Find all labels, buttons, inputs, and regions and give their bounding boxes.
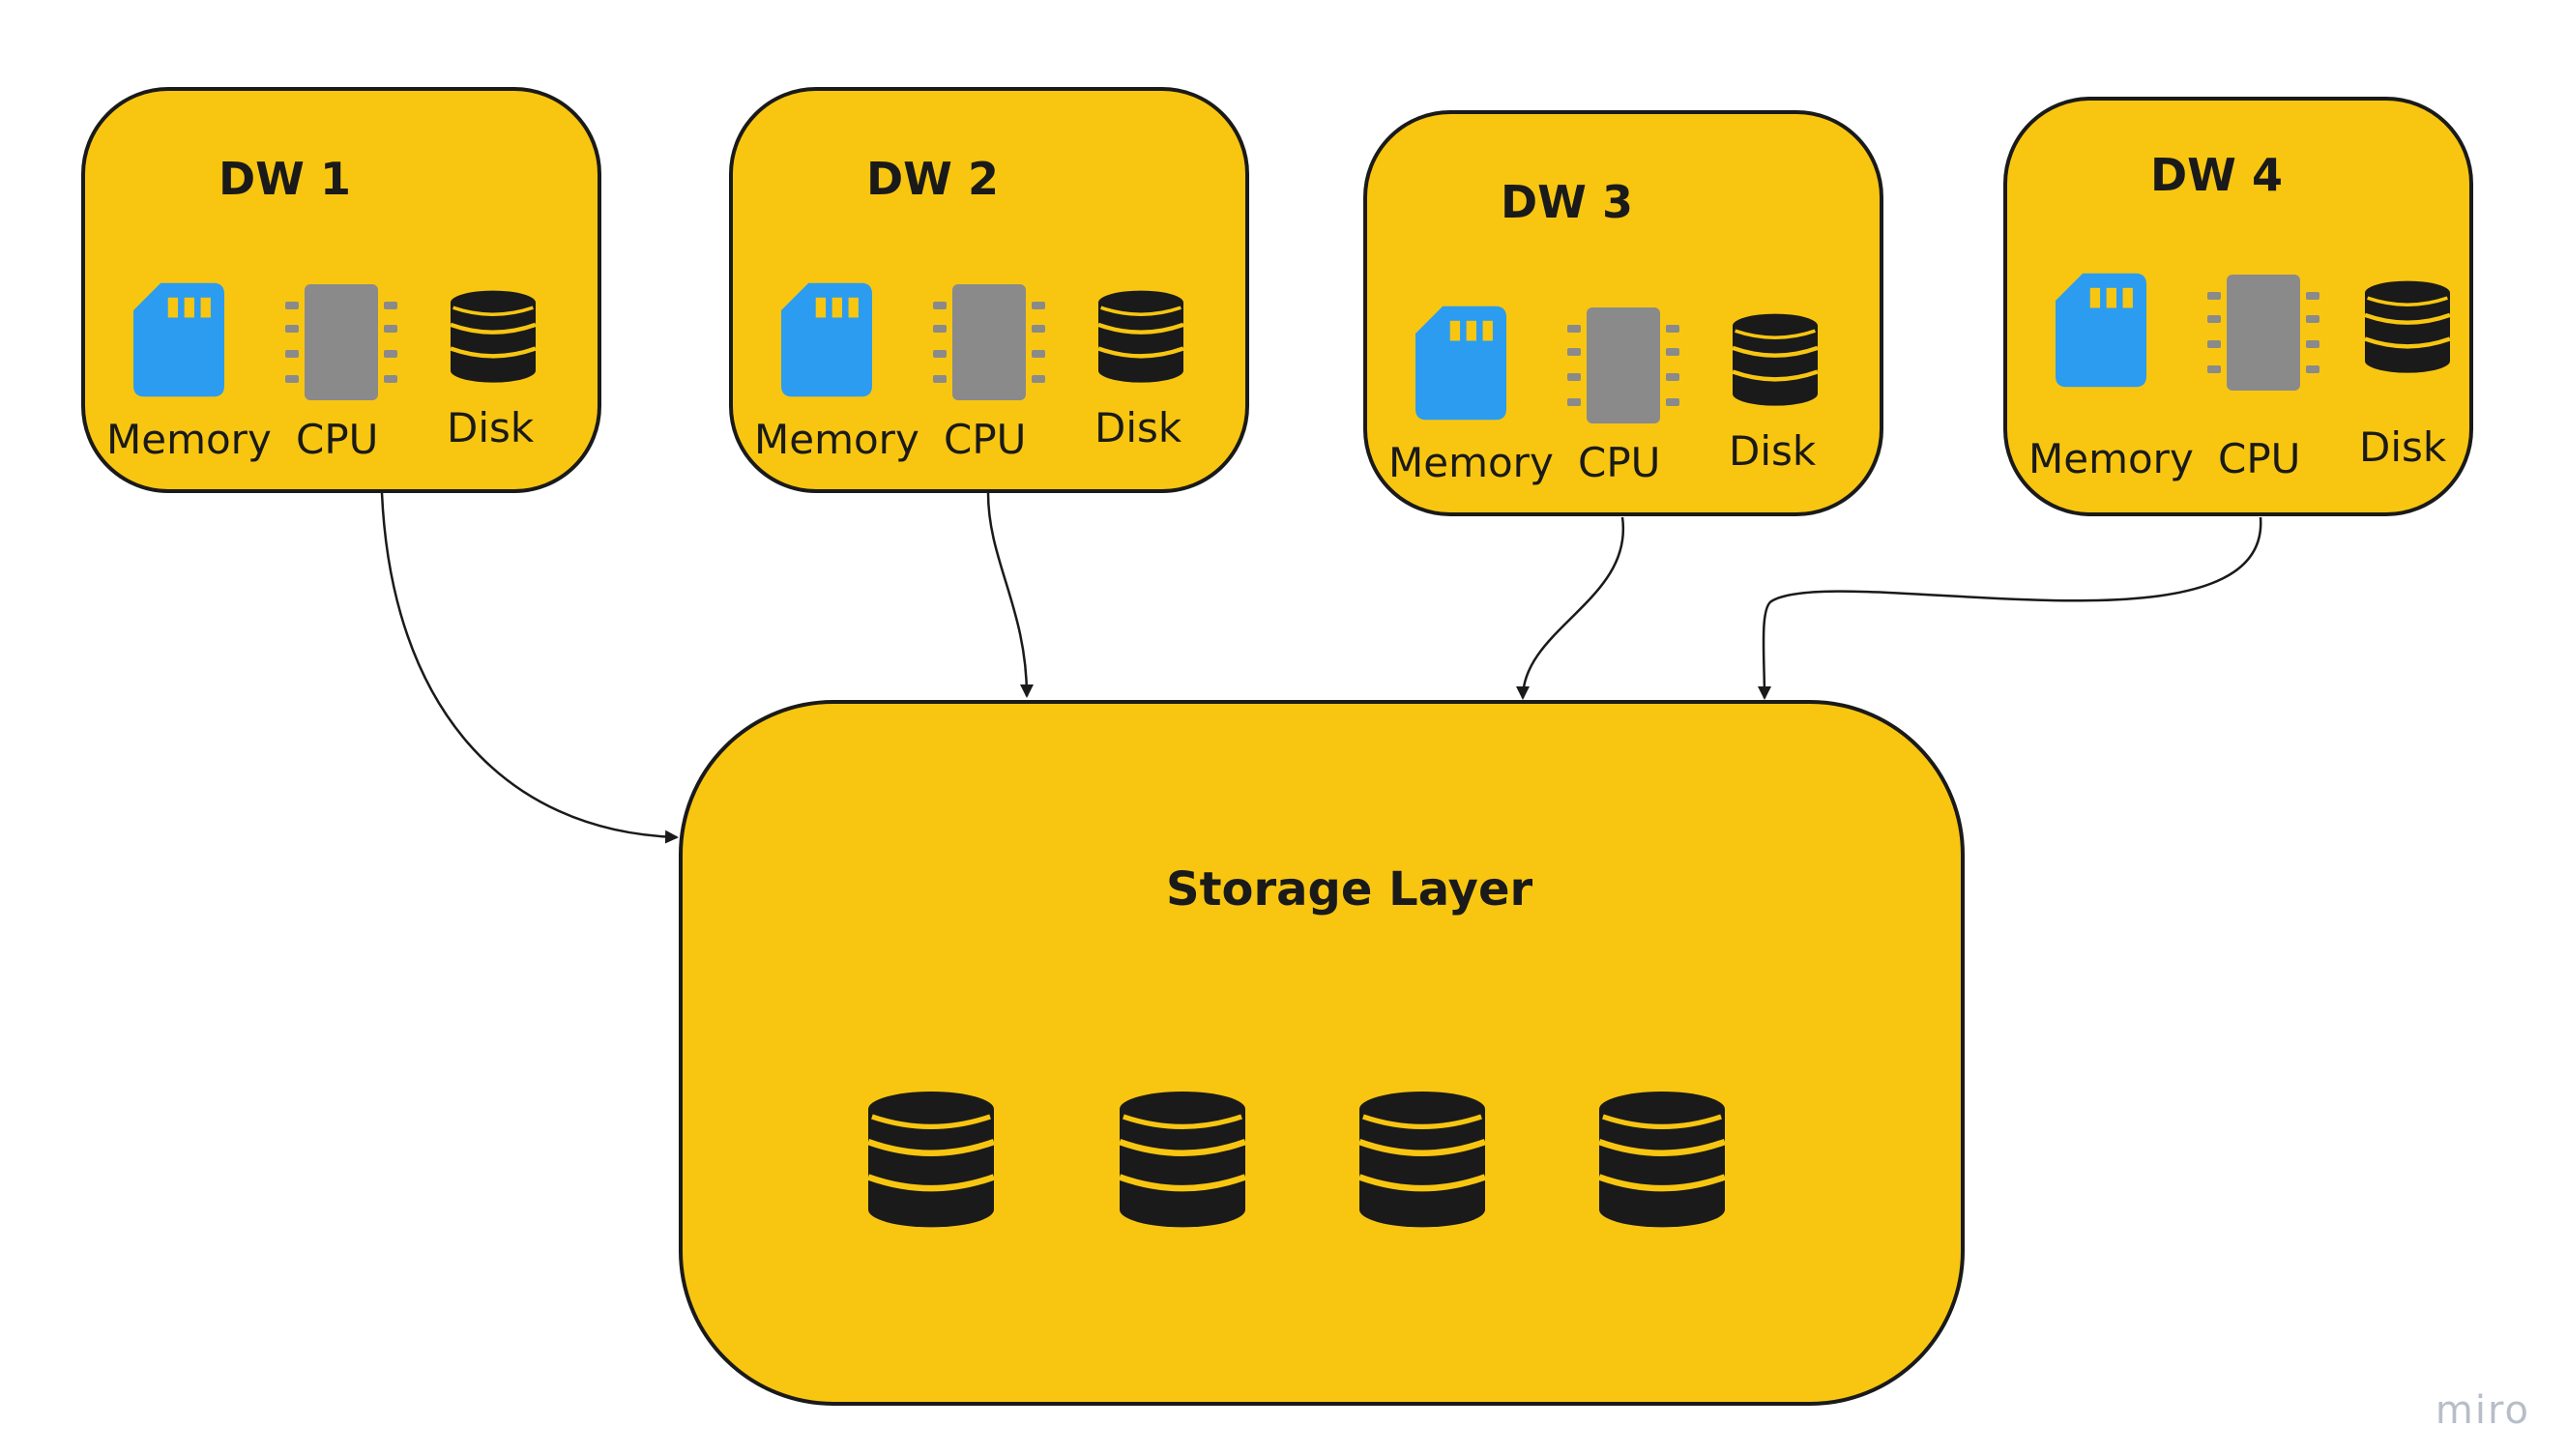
connector-dw3-storage bbox=[1516, 516, 1625, 700]
dw2-title: DW 2 bbox=[866, 153, 999, 205]
dw1-cpu-label: CPU bbox=[296, 416, 379, 463]
dw1-node[interactable]: DW 1 Memory CPU Disk bbox=[81, 87, 601, 493]
dw1-title: DW 1 bbox=[219, 153, 351, 205]
memory-card-icon bbox=[1415, 303, 1506, 423]
cpu-chip-icon bbox=[931, 284, 1047, 400]
dw4-title: DW 4 bbox=[2150, 149, 2283, 201]
dw2-disk-label: Disk bbox=[1094, 404, 1182, 451]
connector-dw4-storage bbox=[1757, 516, 2262, 700]
database-icon bbox=[1098, 289, 1183, 386]
miro-watermark: miro bbox=[2435, 1388, 2530, 1433]
cpu-chip-icon bbox=[283, 284, 399, 400]
dw4-cpu-label: CPU bbox=[2218, 435, 2301, 482]
database-icon bbox=[1359, 1091, 1485, 1231]
dw4-memory-label: Memory bbox=[2028, 435, 2194, 482]
database-icon bbox=[1733, 312, 1818, 409]
memory-card-icon bbox=[2056, 270, 2146, 391]
dw3-cpu-label: CPU bbox=[1578, 439, 1661, 486]
connector-dw1-storage bbox=[380, 492, 679, 844]
database-icon bbox=[1599, 1091, 1725, 1231]
database-icon bbox=[2365, 279, 2450, 376]
dw4-disk-label: Disk bbox=[2359, 423, 2447, 471]
dw2-cpu-label: CPU bbox=[944, 416, 1027, 463]
storage-layer-node[interactable]: Storage Layer bbox=[679, 700, 1965, 1406]
memory-card-icon bbox=[781, 279, 872, 400]
dw3-node[interactable]: DW 3 Memory CPU Disk bbox=[1363, 110, 1883, 516]
dw2-memory-label: Memory bbox=[754, 416, 919, 463]
memory-card-icon bbox=[133, 279, 224, 400]
storage-layer-title: Storage Layer bbox=[1166, 862, 1533, 917]
dw1-disk-label: Disk bbox=[447, 404, 535, 451]
dw4-node[interactable]: DW 4 Memory CPU Disk bbox=[2003, 97, 2473, 516]
database-icon bbox=[1120, 1091, 1245, 1231]
dw2-node[interactable]: DW 2 Memory CPU Disk bbox=[729, 87, 1249, 493]
dw3-memory-label: Memory bbox=[1388, 439, 1554, 486]
database-icon bbox=[451, 289, 536, 386]
cpu-chip-icon bbox=[2205, 275, 2321, 391]
dw3-title: DW 3 bbox=[1501, 176, 1633, 228]
connector-dw2-storage bbox=[986, 492, 1034, 698]
cpu-chip-icon bbox=[1565, 307, 1681, 423]
database-icon bbox=[868, 1091, 994, 1231]
dw3-disk-label: Disk bbox=[1729, 427, 1817, 475]
dw1-memory-label: Memory bbox=[106, 416, 272, 463]
